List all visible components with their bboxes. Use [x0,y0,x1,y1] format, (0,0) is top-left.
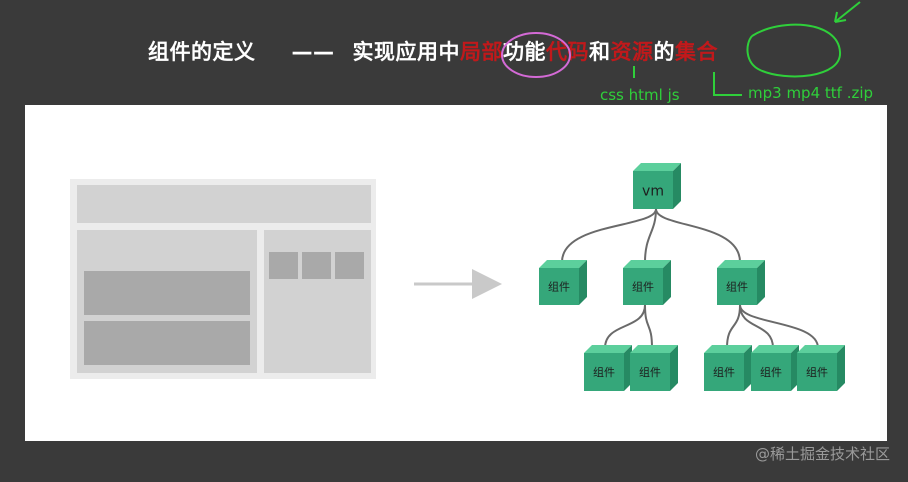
cube-top-face [623,260,671,268]
highlight-circle-mark [501,32,571,78]
tree-node-e-label: 组件 [639,365,661,379]
cube-top-face [633,163,681,171]
annotation-code-types: css html js [600,86,680,104]
edge-c-h [739,304,819,349]
tree-node-e: 组件 [630,345,678,391]
annotation-resource-types: mp3 mp4 ttf .zip [748,84,874,102]
title-highlight-partial: 局部 [460,40,503,64]
cube-front-face [704,353,744,391]
edge-c-g [739,304,774,349]
tree-node-d-label: 组件 [593,365,615,379]
tree-node-d: 组件 [584,345,632,391]
wireframe-header [77,185,371,223]
title-highlight-resources: 资源 [610,40,654,64]
wireframe-thumb-3 [335,252,364,279]
cube-side-face [670,345,678,391]
tree-node-f: 组件 [704,345,752,391]
tree-node-g: 组件 [751,345,799,391]
title-highlight-collection: 集合 [675,40,718,64]
cube-side-face [744,345,752,391]
highlight-circle-mark-2 [746,23,842,78]
cube-side-face [663,260,671,305]
title-dash: —— [291,40,335,64]
edge-root-c [655,208,741,263]
tree-node-h-label: 组件 [806,365,828,379]
wireframe-thumb-1 [269,252,298,279]
tree-node-c: 组件 [717,260,765,305]
watermark: @稀土掘金技术社区 [754,445,890,463]
edge-root-b [644,208,657,263]
edge-b-e [644,304,653,349]
annotation-arrow-mark-3 [834,1,861,23]
wireframe-block-2 [84,321,250,365]
title-part-5: 的 [653,40,675,64]
cube-side-face [837,345,845,391]
tree-node-root-label: vm [642,183,664,199]
title-part-2: 实现应用中 [352,40,460,64]
annotation-arrow-mark-2 [713,72,742,96]
cube-top-face [751,345,799,353]
title-part-1: 组件的定义 [148,40,256,64]
tree-node-a: 组件 [539,260,587,305]
cube-front-face [751,353,791,391]
cube-front-face [797,353,837,391]
cube-front-face [623,268,663,305]
tree-node-a-label: 组件 [548,280,570,294]
tree-connectors [561,208,819,349]
component-tree: vm组件组件组件组件组件组件组件组件 [539,163,845,391]
cube-front-face [584,353,624,391]
edge-root-a [561,208,657,263]
title-part-4: 和 [589,40,611,64]
cube-top-face [717,260,765,268]
cube-front-face [633,171,673,209]
slide-title: 组件的定义 —— 实现应用中局部功能代码和资源的集合 [148,36,718,66]
tree-node-c-label: 组件 [726,280,748,294]
title-highlight-code: 代码 [546,40,589,64]
cube-top-face [630,345,678,353]
tree-node-h: 组件 [797,345,845,391]
cube-front-face [539,268,579,305]
cube-side-face [579,260,587,305]
cube-top-face [539,260,587,268]
cube-top-face [797,345,845,353]
tree-node-b: 组件 [623,260,671,305]
edge-b-d [604,304,646,349]
cube-side-face [757,260,765,305]
cube-top-face [584,345,632,353]
tree-node-root: vm [633,163,681,209]
tree-node-b-label: 组件 [632,280,654,294]
wireframe-thumb-2 [302,252,331,279]
cube-front-face [717,268,757,305]
edge-c-f [726,304,741,349]
wireframe-block-1 [84,271,250,315]
tree-node-g-label: 组件 [760,365,782,379]
title-part-3: 功能 [503,40,546,64]
cube-front-face [630,353,670,391]
tree-node-f-label: 组件 [713,365,735,379]
cube-top-face [704,345,752,353]
cube-side-face [673,163,681,209]
